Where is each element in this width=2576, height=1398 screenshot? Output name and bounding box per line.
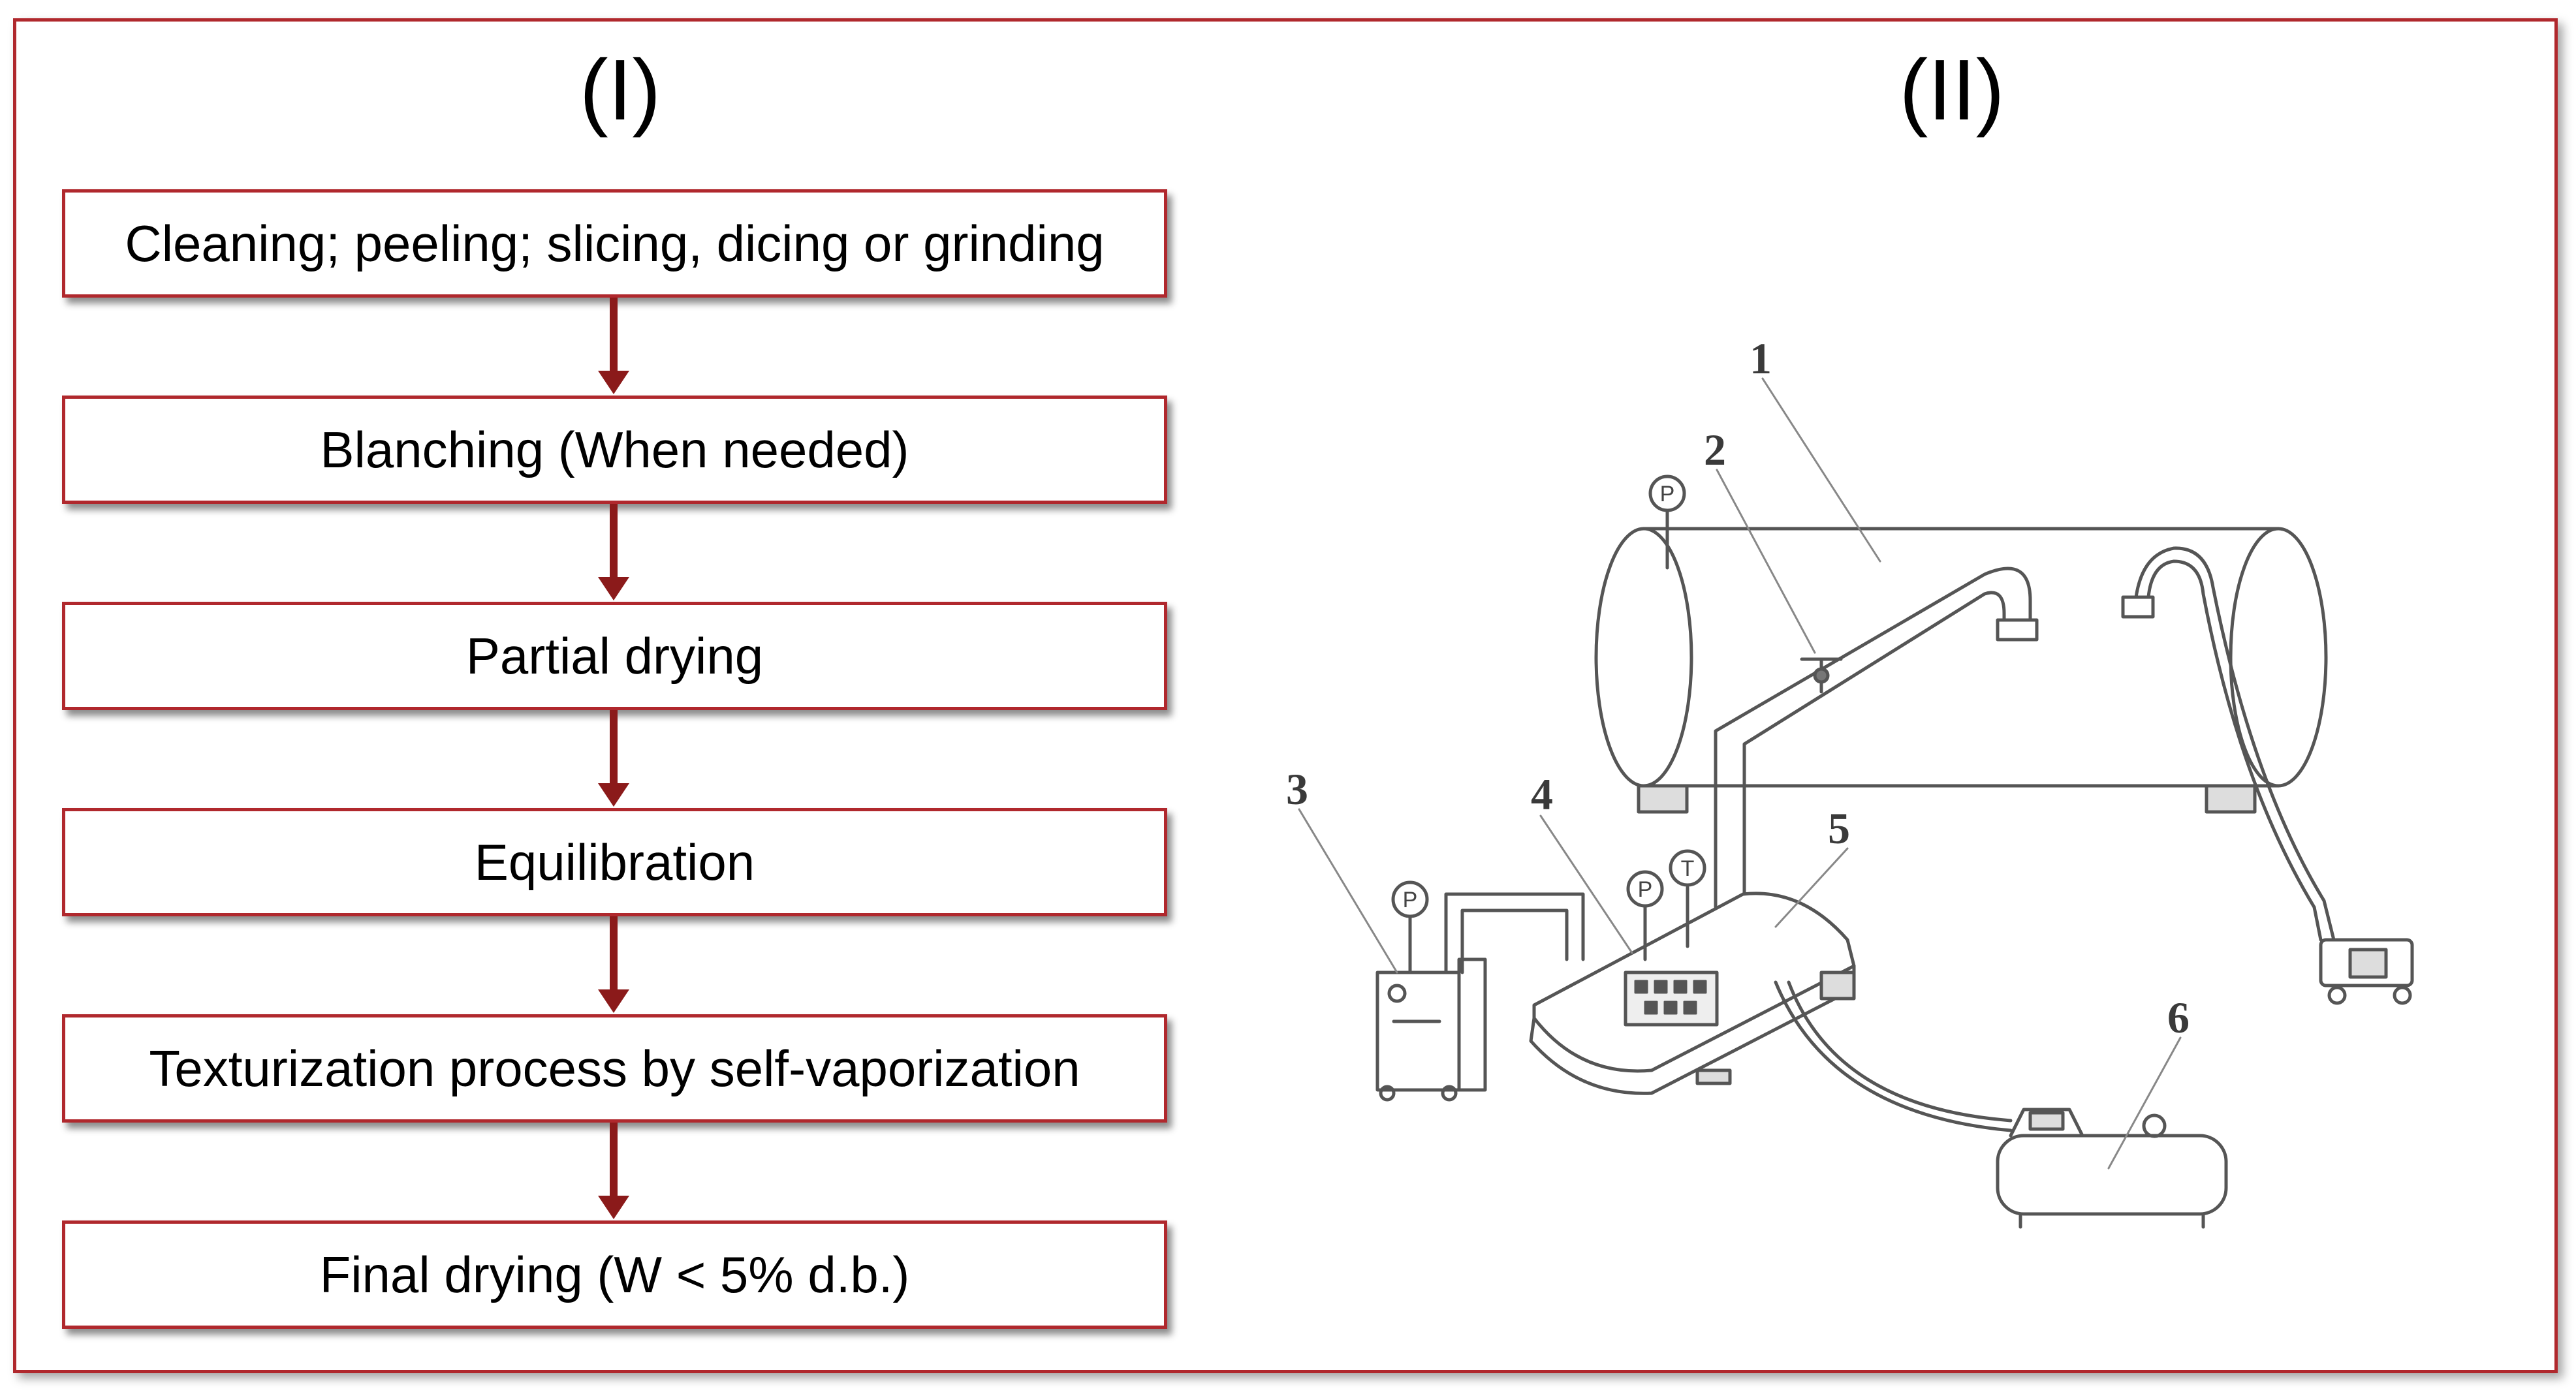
reactor-vessel: [1529, 849, 1856, 1095]
vacuum-pump: [2121, 546, 2414, 1005]
gauge-letter-p-reactor: P: [1638, 877, 1653, 902]
arrow-1-2: [598, 298, 629, 394]
component-number-3: 3: [1286, 764, 1308, 814]
air-reservoir: [1774, 980, 2228, 1229]
component-number-6: 6: [2167, 993, 2190, 1042]
gauge-letter-t-reactor: T: [1681, 856, 1695, 881]
leader-lines: [1298, 377, 2182, 1170]
gauge-letter-p-tank: P: [1660, 482, 1675, 506]
gauge-letter-p-generator: P: [1403, 888, 1418, 912]
step-final-drying: Final drying (W < 5% d.b.): [62, 1220, 1167, 1329]
arrow-4-5: [598, 916, 629, 1013]
component-number-1: 1: [1750, 334, 1772, 383]
step-cleaning: Cleaning; peeling; slicing, dicing or gr…: [62, 189, 1167, 298]
panel-label-i: (I): [579, 42, 661, 138]
tank-pressure-gauge-icon: [1648, 474, 1686, 570]
step-equilibration: Equilibration: [62, 808, 1167, 916]
arrow-2-3: [598, 504, 629, 600]
component-number-5: 5: [1828, 803, 1850, 853]
component-number-2: 2: [1704, 425, 1726, 474]
valve-icon: [1800, 657, 1843, 694]
panel-label-ii: (II): [1899, 42, 2005, 138]
vacuum-tank: [1594, 527, 2328, 814]
steam-generator: [1375, 880, 1585, 1102]
step-partial-drying: Partial drying: [62, 602, 1167, 710]
step-blanching: Blanching (When needed): [62, 396, 1167, 504]
arrow-3-4: [598, 710, 629, 807]
arrow-5-6: [598, 1123, 629, 1219]
component-number-4: 4: [1531, 769, 1553, 819]
step-texturization: Texturization process by self-vaporizati…: [62, 1014, 1167, 1123]
connecting-pipe: [1714, 567, 2039, 971]
